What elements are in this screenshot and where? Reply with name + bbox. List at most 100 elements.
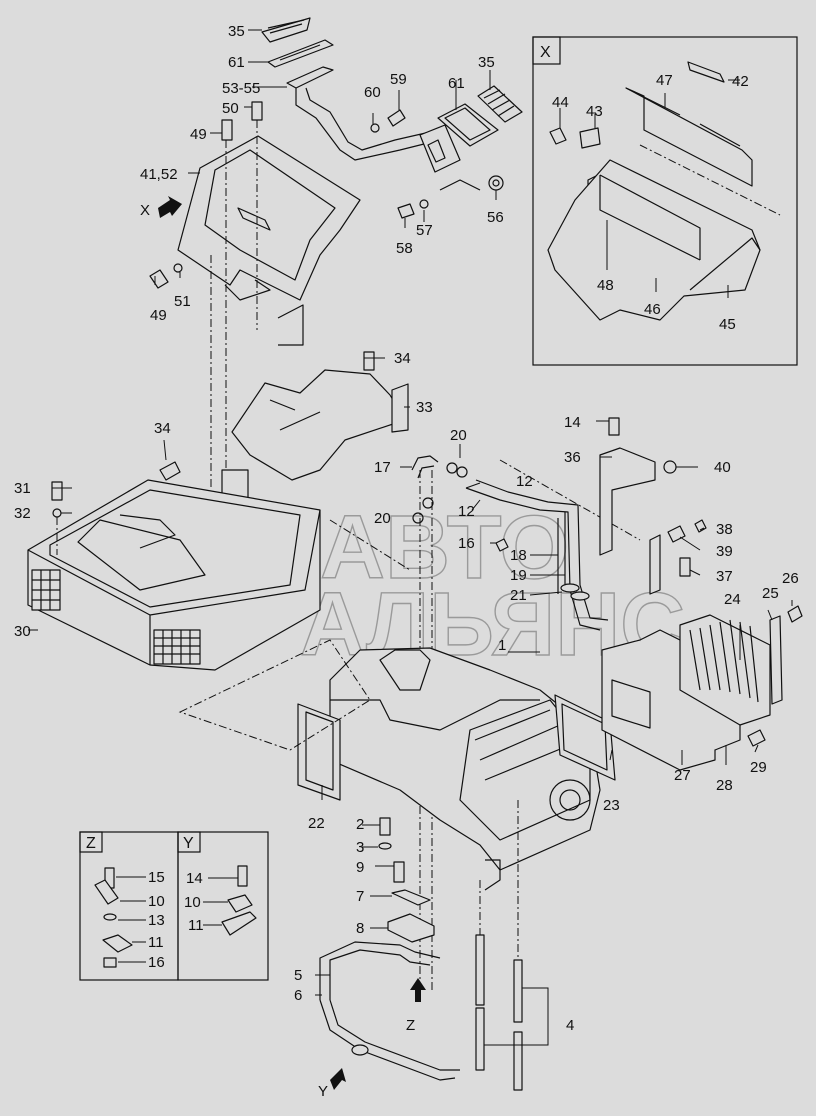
bracket-36-group (599, 417, 707, 595)
inset-z: Z 15 10 13 11 16 (79, 831, 179, 981)
washer-part-3 (378, 842, 392, 850)
inset-x-label-45: 45 (719, 316, 736, 333)
grille-part-35b (477, 85, 523, 123)
grille-part-35 (261, 17, 311, 43)
label-53-55: 53-55 (222, 80, 260, 97)
label-6: 6 (294, 987, 302, 1004)
bolt-part-14 (608, 417, 620, 436)
hvac-unit-part-1 (329, 647, 601, 871)
label-58: 58 (396, 240, 413, 257)
label-5: 5 (294, 967, 302, 984)
label-34a: 34 (394, 350, 411, 367)
label-8: 8 (356, 920, 364, 937)
inset-y-title: Y (183, 835, 194, 852)
leader-lines (28, 29, 793, 1046)
label-30: 30 (14, 623, 31, 640)
duct-part-53-55 (286, 66, 334, 89)
label-12a: 12 (516, 473, 533, 490)
view-z-arrow (410, 978, 426, 1002)
label-37: 37 (716, 568, 733, 585)
clamp-part-11y (221, 911, 257, 936)
inset-x-title: X (540, 44, 551, 61)
hvac-unit-group (178, 639, 616, 891)
washer-part-51 (173, 263, 183, 273)
inset-z-label-11: 11 (148, 934, 164, 951)
inset-x-frame (532, 36, 798, 366)
bolt-part-9 (393, 861, 405, 883)
inset-x-label-42: 42 (732, 73, 749, 90)
bolt-part-49a (221, 119, 233, 141)
inset-z-title: Z (86, 835, 96, 852)
bolt-part-49b (149, 269, 169, 289)
bolt-part-59 (387, 109, 406, 127)
lid-part-47 (625, 87, 753, 187)
washer-part-13 (103, 913, 117, 921)
label-50: 50 (222, 100, 239, 117)
clamp-part-10 (94, 879, 119, 905)
label-26: 26 (782, 570, 799, 587)
bracket-part-36 (599, 447, 656, 556)
label-32: 32 (14, 505, 31, 522)
tube-part-4b (513, 959, 523, 1023)
label-25: 25 (762, 585, 779, 602)
bolt-part-31 (51, 481, 63, 501)
cover-slot (237, 207, 271, 231)
cover-part-41-52 (177, 135, 361, 301)
gasket-part-22 (297, 703, 341, 801)
inset-y-label-14: 14 (186, 870, 203, 887)
view-x-marker: X (140, 202, 150, 219)
grommet-part-56 (488, 175, 504, 191)
panel-33-group (159, 351, 409, 501)
inset-x-label-47: 47 (656, 72, 673, 89)
housing-30-group (27, 479, 411, 671)
pipe-part-6 (319, 941, 441, 1000)
label-19: 19 (510, 567, 527, 584)
label-33: 33 (416, 399, 433, 416)
nut-part-16z (103, 957, 117, 968)
tube-part-4a (475, 934, 485, 1006)
label-59: 59 (390, 71, 407, 88)
label-61a: 61 (228, 54, 245, 71)
label-38: 38 (716, 521, 733, 538)
inset-y-label-11: 11 (188, 917, 204, 934)
box-part-45 (689, 237, 761, 291)
gasket-part-23 (554, 694, 616, 781)
bolt-part-34b (159, 461, 181, 481)
vent-grid-left (31, 569, 61, 611)
view-z-marker: Z (406, 1017, 415, 1034)
inset-z-label-15: 15 (148, 869, 165, 886)
label-24: 24 (724, 591, 741, 608)
bolt-part-39 (667, 525, 686, 543)
label-3: 3 (356, 839, 364, 856)
label-21: 21 (510, 587, 527, 604)
hose-part-17 (411, 455, 439, 471)
bracket-33 (391, 383, 409, 433)
bracket-part-25 (769, 615, 783, 705)
label-12b: 12 (458, 503, 475, 520)
label-2: 2 (356, 816, 364, 833)
label-28: 28 (716, 777, 733, 794)
bolt-part-58 (397, 203, 415, 219)
frame-part-61 (267, 39, 334, 68)
label-7: 7 (356, 888, 364, 905)
label-1: 1 (498, 637, 506, 654)
pipes-group (411, 455, 641, 1000)
wing-bolt-part-26 (787, 605, 803, 623)
label-39: 39 (716, 543, 733, 560)
label-49a: 49 (190, 126, 207, 143)
label-27: 27 (674, 767, 691, 784)
inset-z-label-13: 13 (148, 912, 165, 929)
inset-z-label-10: 10 (148, 893, 165, 910)
view-y-marker: Y (318, 1083, 328, 1100)
box-part-46 (547, 159, 761, 321)
grommet-part-21 (560, 583, 580, 593)
watermark-line1: АВТО (320, 498, 569, 598)
label-20b: 20 (374, 510, 391, 527)
label-35b: 35 (478, 54, 495, 71)
label-36: 36 (564, 449, 581, 466)
bolt-part-2 (379, 817, 391, 836)
seal-part-42 (687, 61, 725, 83)
label-9: 9 (356, 859, 364, 876)
